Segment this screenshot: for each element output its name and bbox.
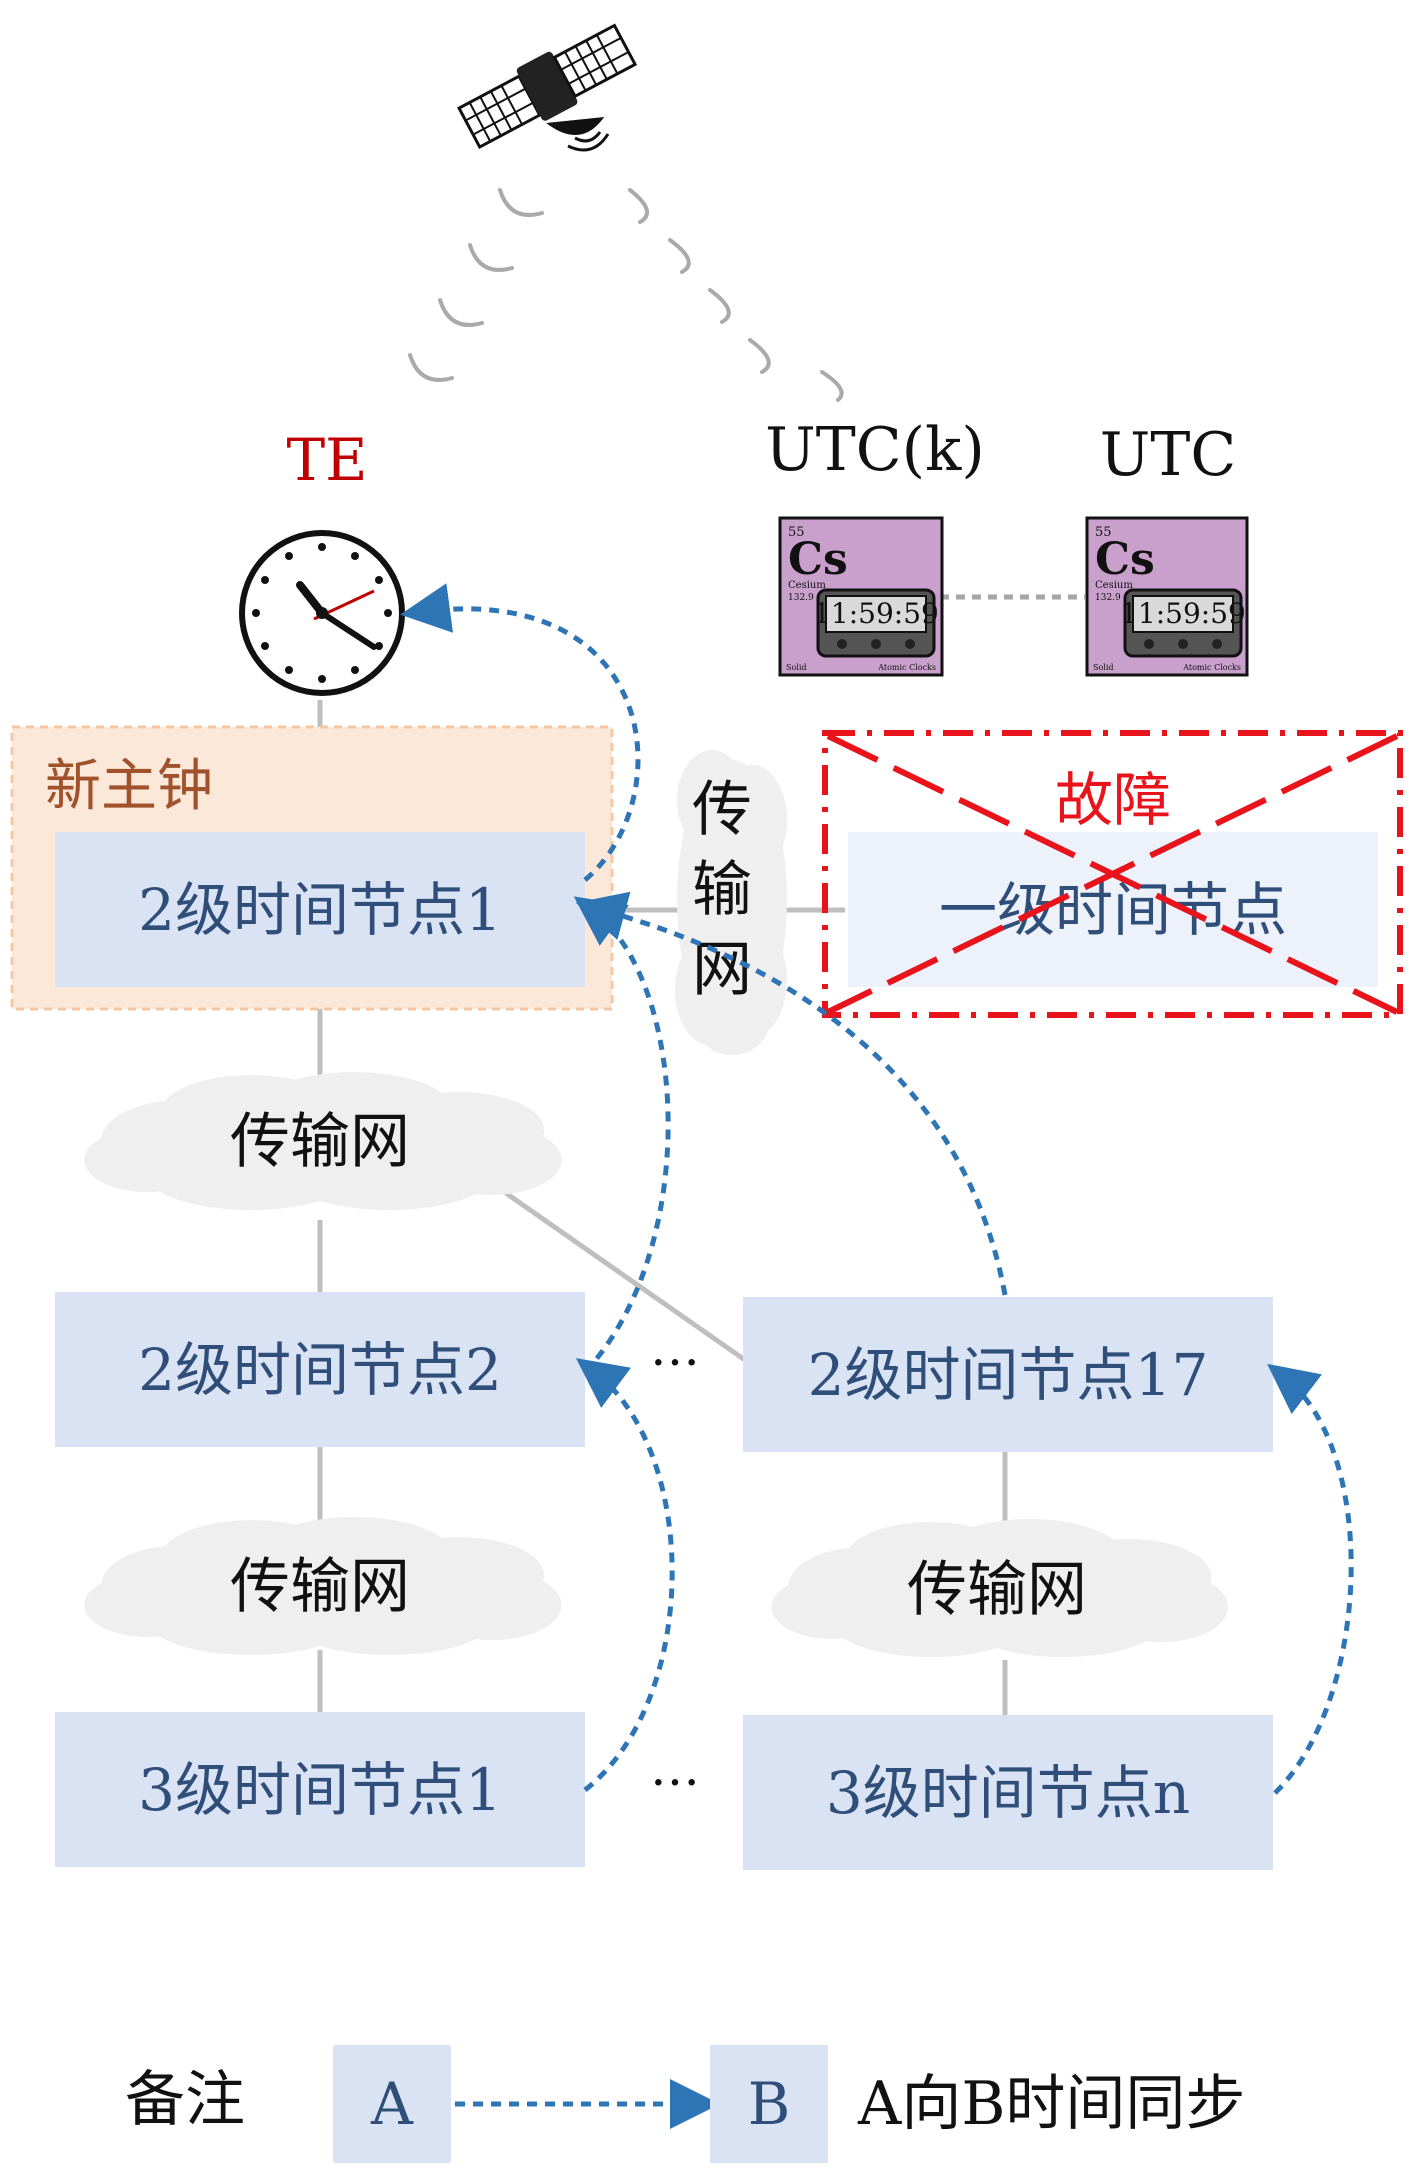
node-3-1-label: 3级时间节点1	[138, 1756, 502, 1824]
cesium-time: 11:59:59	[1120, 597, 1246, 630]
transport-network-vertical-char-2: 输	[692, 855, 752, 925]
transport-network-vertical-char-1: 传	[692, 775, 752, 845]
signal-waves-icon	[567, 131, 610, 152]
ellipsis-level-3: …	[650, 1739, 700, 1797]
utc-label: UTC	[1100, 420, 1237, 490]
node-2-2	[55, 1292, 585, 1447]
node-2-1	[55, 832, 585, 987]
sync-arrows	[400, 583, 1354, 1795]
cesium-category: Atomic Clocks	[1182, 663, 1241, 672]
transport-network-a-label: 传输网	[230, 1107, 410, 1177]
cesium-name: Cesium	[1095, 580, 1133, 591]
cesium-clock-utc: 55 Cs Cesium 132.9 11:59:59 Solid Atomic…	[1085, 516, 1249, 677]
new-master-label: 新主钟	[45, 754, 213, 819]
satellite-signal-arcs	[408, 188, 844, 402]
cesium-mass: 132.9	[1095, 593, 1121, 603]
node-3-1	[55, 1712, 585, 1867]
cesium-symbol: Cs	[1095, 534, 1155, 585]
node-3-n	[743, 1715, 1273, 1870]
node-2-2-label: 2级时间节点2	[138, 1336, 502, 1404]
node-2-1-label: 2级时间节点1	[138, 876, 502, 944]
sync-arrow-node2-2-to-node2-1	[573, 896, 671, 1374]
transport-network-vertical-char-3: 网	[692, 935, 752, 1005]
sync-arrow-node3-n-to-node2-17	[1267, 1363, 1354, 1795]
transport-network-a: 传输网	[84, 1072, 562, 1210]
transport-network-b-label: 传输网	[230, 1552, 410, 1622]
cesium-clock-utc-k: 55 Cs Cesium 132.9 11:59:59 Solid Atomic…	[778, 516, 944, 677]
satellite-icon	[457, 23, 638, 150]
fault-label: 故障	[1055, 766, 1171, 834]
sync-arrow-node3-1-to-node2-2	[575, 1358, 675, 1792]
sync-arrow-node2-17-to-node2-1	[575, 891, 1008, 1296]
transport-network-vertical: 传 输 网	[675, 750, 787, 1055]
clock-icon	[239, 530, 405, 696]
sync-arrow-node2-1-to-te	[400, 583, 641, 882]
cesium-symbol: Cs	[788, 534, 848, 585]
te-label: TE	[286, 426, 367, 494]
legend-b-label: B	[748, 2070, 791, 2138]
cesium-mass: 132.9	[788, 593, 814, 603]
node-3-n-label: 3级时间节点n	[826, 1759, 1190, 1827]
legend-title: 备注	[125, 2065, 245, 2135]
legend-description: A向B时间同步	[857, 2069, 1245, 2139]
node-2-17	[743, 1297, 1273, 1452]
node-2-17-label: 2级时间节点17	[808, 1341, 1209, 1409]
cesium-name: Cesium	[788, 580, 826, 591]
cesium-category: Atomic Clocks	[877, 663, 936, 672]
transport-network-c: 传输网	[771, 1519, 1228, 1657]
legend-a-box	[333, 2045, 451, 2163]
fault-marker	[822, 730, 1403, 1018]
cesium-state: Solid	[786, 663, 807, 672]
cesium-state: Solid	[1093, 663, 1114, 672]
cesium-time: 11:59:59	[813, 597, 939, 630]
legend-a-label: A	[370, 2070, 414, 2138]
utc-k-label: UTC(k)	[765, 415, 985, 485]
transport-network-c-label: 传输网	[907, 1555, 1087, 1625]
legend: 备注 A B A向B时间同步	[125, 2045, 1245, 2163]
transport-network-b: 传输网	[84, 1517, 562, 1655]
cesium-number: 55	[1095, 525, 1112, 540]
ellipsis-level-2: …	[650, 1319, 700, 1377]
cesium-number: 55	[788, 525, 805, 540]
legend-b-box	[710, 2045, 828, 2163]
